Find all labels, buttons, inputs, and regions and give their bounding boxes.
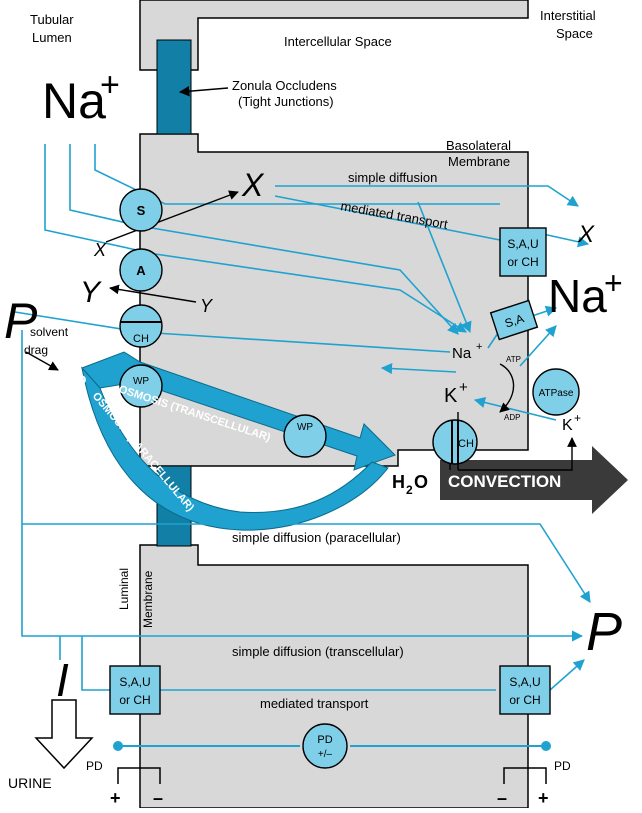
svg-text:Na: Na <box>548 270 607 322</box>
svg-text:+: + <box>100 66 120 104</box>
svg-text:+: + <box>110 788 121 808</box>
svg-text:Membrane: Membrane <box>448 154 510 169</box>
svg-text:Luminal: Luminal <box>117 568 131 610</box>
svg-text:WP: WP <box>133 376 149 387</box>
svg-text:2: 2 <box>71 381 76 390</box>
svg-text:Na: Na <box>42 73 106 129</box>
transporter-sauch-top: S,A,U or CH <box>499 227 547 277</box>
transporter-a: A <box>119 248 163 292</box>
svg-text:ATP: ATP <box>506 355 521 364</box>
svg-text:Membrane: Membrane <box>141 570 155 628</box>
svg-text:H: H <box>392 472 405 492</box>
svg-text:X: X <box>241 167 265 203</box>
svg-text:Basolateral: Basolateral <box>446 138 511 153</box>
svg-text:Intercellular Space: Intercellular Space <box>284 34 392 49</box>
svg-text:S,A,U: S,A,U <box>119 675 150 689</box>
svg-text:S,A: S,A <box>503 311 526 330</box>
svg-text:PD: PD <box>86 759 103 773</box>
svg-text:A: A <box>136 263 146 278</box>
transporter-s: S <box>119 188 163 232</box>
pd-brackets <box>117 767 547 784</box>
h2o-bottom: H 2 O <box>392 472 428 497</box>
svg-text:–: – <box>497 788 507 808</box>
svg-text:Zonula Occludens: Zonula Occludens <box>232 78 337 93</box>
svg-text:S,A,U: S,A,U <box>507 237 538 251</box>
transporter-sauch-bottom-right: S,A,U or CH <box>499 665 551 715</box>
svg-text:or CH: or CH <box>507 255 538 269</box>
svg-text:H: H <box>62 373 71 387</box>
svg-text:+: + <box>459 379 468 396</box>
epithelial-cell-upper <box>139 133 529 467</box>
svg-text:P: P <box>586 602 622 662</box>
svg-text:Tubular: Tubular <box>30 12 74 27</box>
svg-text:+: + <box>538 788 549 808</box>
svg-text:+: + <box>476 341 482 353</box>
svg-text:or CH: or CH <box>119 693 150 707</box>
transporter-atpase: ATPase <box>532 368 580 416</box>
svg-text:2: 2 <box>406 483 413 497</box>
pd-right-dot <box>541 741 551 751</box>
convection-arrow <box>440 446 628 514</box>
osmosis-paracellular-band <box>81 366 389 531</box>
black-lines <box>25 190 577 471</box>
svg-text:mediated transport: mediated transport <box>260 696 369 711</box>
top-cell-strip <box>139 0 529 71</box>
svg-text:+: + <box>604 265 623 301</box>
svg-text:Interstitial: Interstitial <box>540 8 596 23</box>
svg-text:CH: CH <box>458 438 474 450</box>
svg-text:I: I <box>56 654 69 706</box>
transporter-sa-box: S,A <box>489 299 539 341</box>
svg-text:+/–: +/– <box>318 749 333 760</box>
svg-text:URINE: URINE <box>8 775 52 791</box>
transporter-sauch-bottom-left: S,A,U or CH <box>109 665 161 715</box>
svg-text:drag: drag <box>24 343 48 357</box>
labels: Tubular Lumen Interstitial Space Interce… <box>4 8 623 808</box>
svg-text:CONVECTION: CONVECTION <box>448 472 561 491</box>
svg-text:+: + <box>574 411 581 425</box>
svg-text:ATPase: ATPase <box>539 388 574 399</box>
svg-text:–: – <box>153 788 163 808</box>
svg-text:simple diffusion (transcellula: simple diffusion (transcellular) <box>232 644 404 659</box>
svg-text:O: O <box>77 373 86 387</box>
transporter-ch: CH <box>119 304 163 348</box>
pd-left-dot <box>113 741 123 751</box>
pd-circle: PD +/– <box>302 723 348 769</box>
svg-text:solvent: solvent <box>30 325 69 339</box>
svg-text:X: X <box>577 221 595 248</box>
svg-text:X: X <box>93 240 107 260</box>
svg-text:S: S <box>137 203 146 218</box>
svg-text:CH: CH <box>133 333 149 345</box>
transporter-wp-lower: WP <box>283 414 327 458</box>
zonula-pointer <box>178 85 229 97</box>
svg-text:K: K <box>562 417 573 434</box>
svg-text:WP: WP <box>297 422 313 433</box>
svg-text:Y: Y <box>80 276 102 309</box>
svg-text:Space: Space <box>556 26 593 41</box>
transporter-ch-basolateral: CH <box>432 419 478 465</box>
svg-text:Lumen: Lumen <box>32 30 72 45</box>
tight-junction-upper <box>156 39 192 135</box>
svg-text:PD: PD <box>317 734 332 746</box>
svg-text:Na: Na <box>452 345 472 362</box>
svg-text:or CH: or CH <box>509 693 540 707</box>
svg-text:S,A,U: S,A,U <box>509 675 540 689</box>
svg-text:O: O <box>414 472 428 492</box>
svg-text:simple diffusion (paracellular: simple diffusion (paracellular) <box>232 530 401 545</box>
svg-text:Y: Y <box>200 296 214 316</box>
epithelial-cell-lower <box>139 544 529 809</box>
svg-text:simple diffusion: simple diffusion <box>348 170 437 185</box>
svg-text:ADP: ADP <box>504 413 520 422</box>
svg-text:(Tight Junctions): (Tight Junctions) <box>238 94 334 109</box>
urine-arrow <box>34 699 94 770</box>
svg-text:PD: PD <box>554 759 571 773</box>
svg-text:K: K <box>444 385 458 407</box>
transporter-wp-upper: WP <box>119 364 163 408</box>
svg-text:P: P <box>4 293 38 349</box>
